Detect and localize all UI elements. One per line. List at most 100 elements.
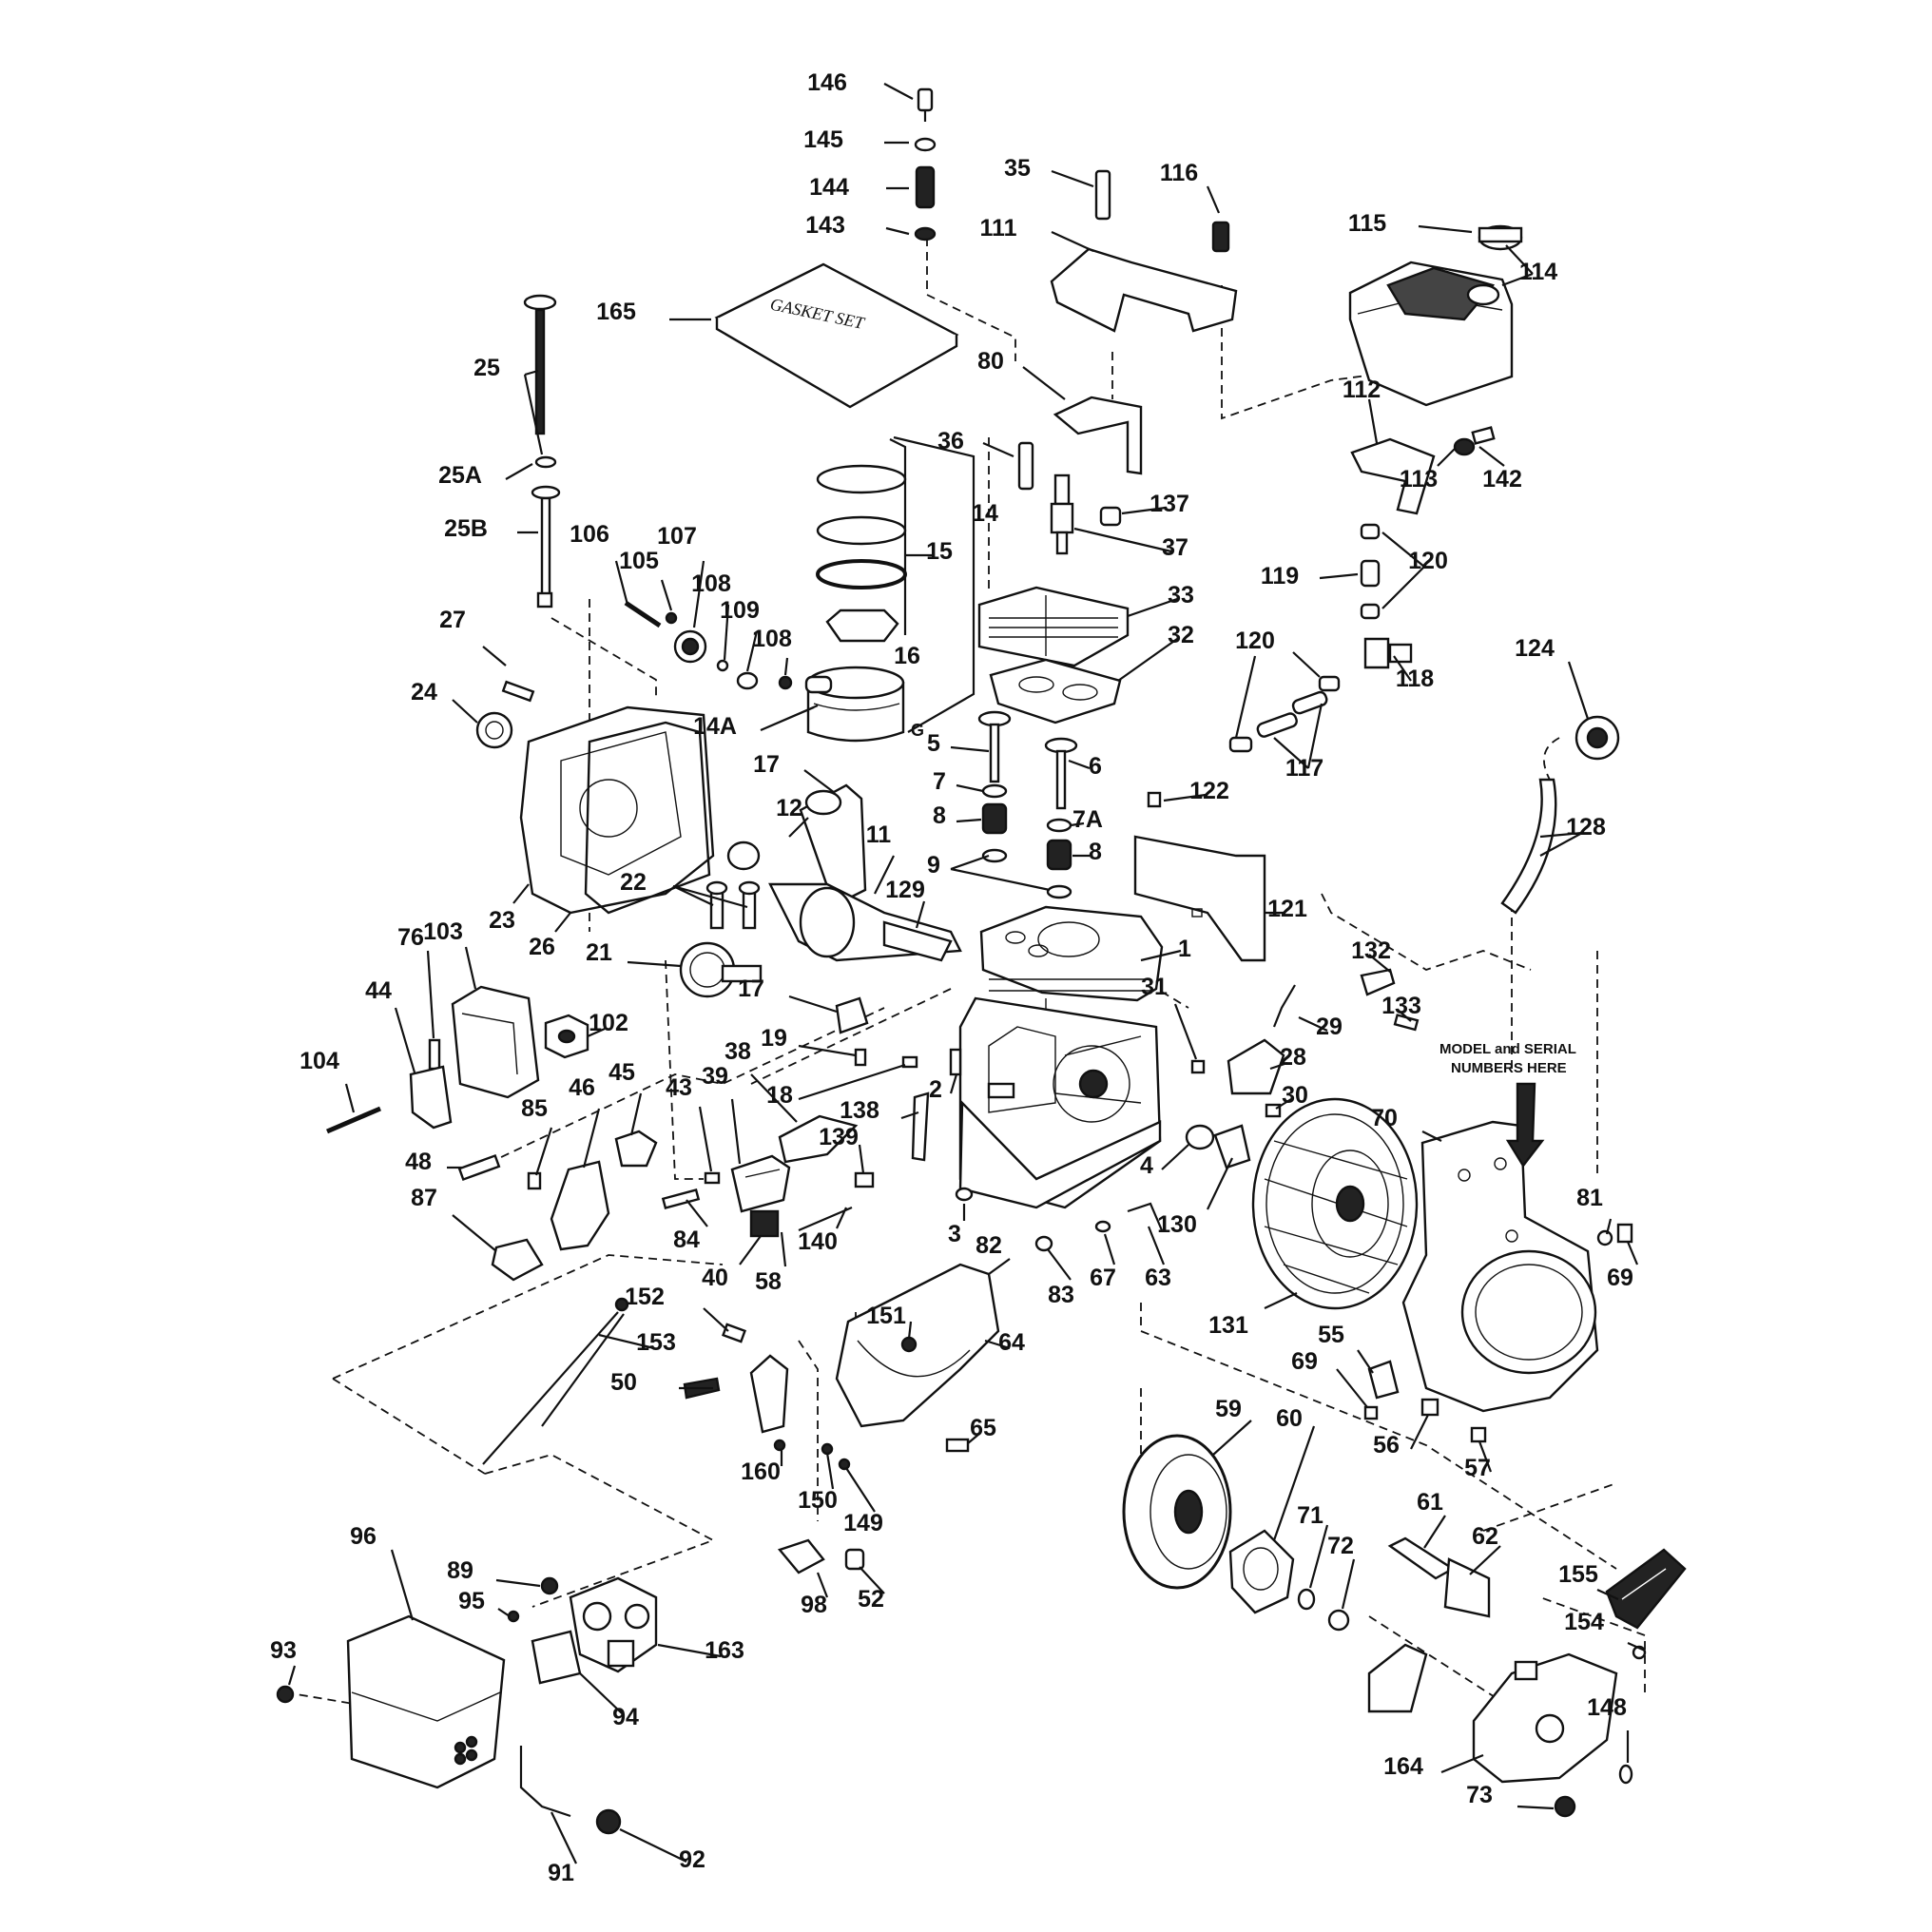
bracket-111 (1050, 247, 1238, 333)
callout-112: 112 (1343, 377, 1381, 403)
bolts-35-116 (1094, 169, 1230, 253)
nut-72 (1327, 1609, 1350, 1632)
callout-122: 122 (1189, 778, 1229, 804)
callout-117: 117 (1285, 755, 1323, 782)
callout-8: 8 (1089, 839, 1102, 865)
starter-pulley-59 (1122, 1434, 1232, 1590)
callout-37: 37 (1162, 534, 1188, 561)
callout-148: 148 (1587, 1694, 1627, 1721)
knob-92 (595, 1808, 622, 1835)
callout-140: 140 (798, 1228, 838, 1255)
callout-23: 23 (489, 907, 515, 934)
callout-138: 138 (840, 1097, 879, 1124)
rope-handle-155 (1605, 1548, 1687, 1630)
callout-72: 72 (1327, 1533, 1354, 1559)
starter-cup-60 (1228, 1529, 1295, 1614)
callout-31: 31 (1141, 974, 1168, 1000)
callout-85: 85 (521, 1095, 548, 1122)
callout-105: 105 (619, 548, 659, 574)
callout-30: 30 (1282, 1082, 1308, 1109)
callout-102: 102 (589, 1010, 628, 1036)
flywheel-131 (1251, 1097, 1419, 1310)
callout-64: 64 (998, 1329, 1025, 1356)
callout-21: 21 (586, 939, 612, 966)
callout-119: 119 (1261, 563, 1299, 589)
callout-24: 24 (411, 679, 437, 705)
callout-92: 92 (679, 1846, 705, 1873)
callout-113: 113 (1400, 466, 1438, 493)
callout-108: 108 (691, 570, 731, 597)
throttle-control-160 (749, 1354, 851, 1471)
callout-32: 32 (1168, 622, 1194, 648)
callout-106: 106 (570, 521, 609, 548)
callout-22: 22 (620, 869, 647, 896)
callout-76: 76 (397, 924, 424, 951)
callout-151: 151 (866, 1303, 906, 1329)
model-note-line2: NUMBERS HERE (1451, 1060, 1567, 1076)
shroud-small-parts (1034, 1202, 1164, 1252)
callout-27: 27 (439, 607, 466, 633)
callout-7: 7 (933, 768, 946, 795)
callout-120: 120 (1235, 628, 1275, 654)
callout-95: 95 (458, 1588, 485, 1614)
bracket-80 (1053, 396, 1143, 475)
callout-5: 5 (927, 730, 940, 757)
head-bolt-hardware (914, 87, 937, 242)
blower-housing-70: MODEL and SERIAL NUMBERS HERE (1401, 1041, 1599, 1413)
handle-bracket-61-62 (1367, 1536, 1491, 1713)
callout-16: 16 (894, 643, 920, 669)
air-cleaner-cover-96 (346, 1614, 506, 1789)
callout-12: 12 (776, 795, 802, 821)
starter-housing-164 (1472, 1645, 1647, 1818)
callout-46: 46 (569, 1074, 595, 1101)
callout-8: 8 (933, 802, 946, 829)
callout-6: 6 (1089, 753, 1102, 780)
callout-44: 44 (365, 977, 392, 1004)
valve-cover-parts (704, 1114, 859, 1238)
callout-132: 132 (1351, 937, 1391, 964)
callout-107: 107 (657, 523, 697, 550)
callout-121: 121 (1267, 896, 1307, 922)
callout-43: 43 (666, 1074, 692, 1101)
callout-91: 91 (548, 1860, 574, 1886)
callout-55: 55 (1318, 1322, 1344, 1348)
callout-35: 35 (1004, 155, 1031, 182)
seal-24 (475, 680, 535, 749)
callout-82: 82 (976, 1232, 1002, 1259)
callout-15: 15 (926, 538, 953, 565)
callout-130: 130 (1157, 1211, 1197, 1238)
callout-80: 80 (977, 348, 1004, 375)
callout-9: 9 (927, 852, 940, 879)
callout-28: 28 (1280, 1044, 1306, 1071)
callout-58: 58 (755, 1268, 782, 1295)
callout-59: 59 (1215, 1396, 1242, 1422)
callout-63: 63 (1145, 1265, 1171, 1291)
fuel-line-parts (1228, 523, 1413, 753)
callout-29: 29 (1316, 1014, 1343, 1040)
governor-linkage-153 (482, 1297, 746, 1465)
callout-83: 83 (1048, 1282, 1074, 1308)
callout-45: 45 (609, 1059, 635, 1086)
callout-163: 163 (705, 1637, 744, 1664)
model-note-line1: MODEL and SERIAL (1439, 1041, 1576, 1057)
callout-160: 160 (741, 1459, 781, 1485)
callout-93: 93 (270, 1637, 297, 1664)
callout-38: 38 (724, 1038, 751, 1065)
callout-142: 142 (1482, 466, 1522, 493)
callout-1: 1 (1178, 936, 1191, 962)
callout-120: 120 (1408, 548, 1448, 574)
callout-124: 124 (1515, 635, 1555, 662)
callout-108: 108 (752, 626, 792, 652)
callout-60: 60 (1276, 1405, 1303, 1432)
plate-121 (1133, 791, 1266, 962)
callout-39: 39 (702, 1063, 728, 1090)
svg-text:G: G (911, 721, 924, 740)
callout-111: 111 (980, 215, 1017, 242)
callout-118: 118 (1396, 666, 1434, 692)
cam-gear-21 (679, 941, 763, 998)
callout-11: 11 (866, 821, 892, 848)
rocker-small-parts (835, 996, 962, 1076)
